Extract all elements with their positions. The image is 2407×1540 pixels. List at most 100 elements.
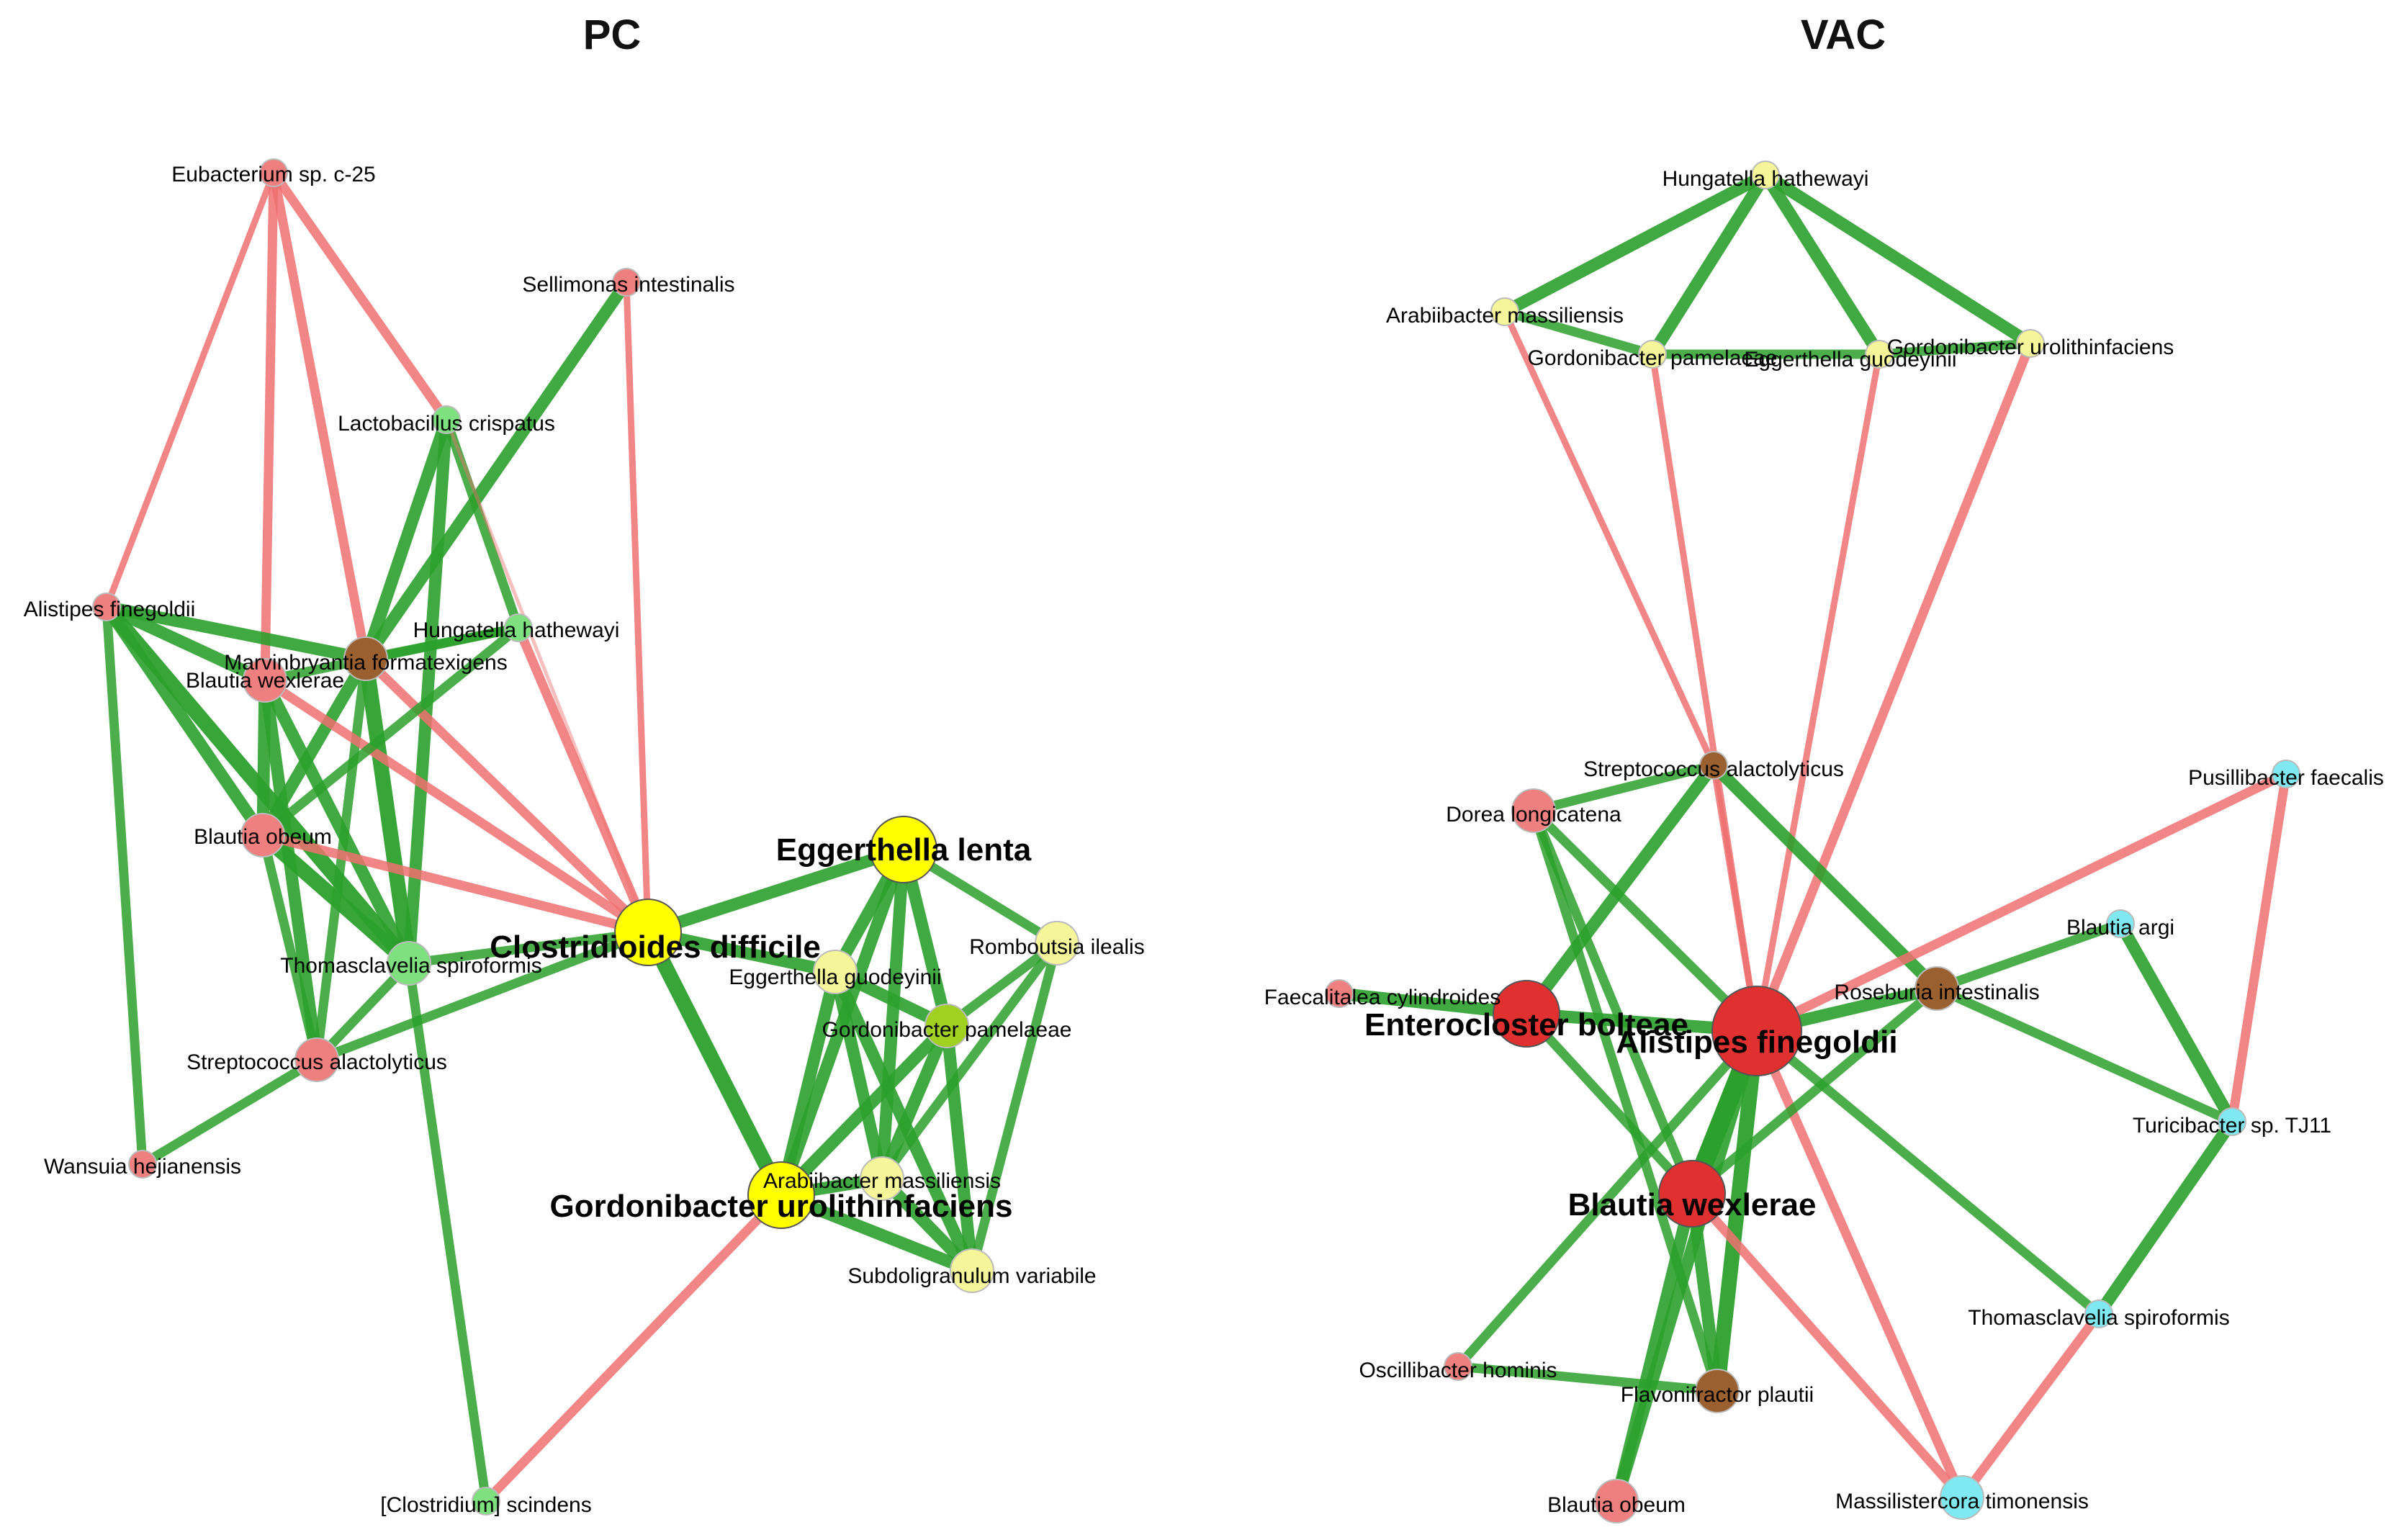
node-label-pc-str: Streptococcus alactolyticus [186,1050,447,1074]
edge-pc-rom-gpa [942,938,1062,1031]
panel-title-vac: VAC [1801,12,1886,58]
node-label-pc-mar: Marvinbryantia formatexigens [224,651,508,675]
node-pc-rom[interactable] [1035,921,1079,965]
node-vac-fla[interactable] [1695,1369,1740,1413]
node-label-vac-bar: Blautia argi [2066,916,2174,940]
node-vac-ent[interactable] [1493,980,1560,1048]
edge-pc-gur-csc [481,1190,786,1506]
edge-vac-bar-tur [2114,917,2239,1128]
node-vac-ara[interactable] [1490,297,1519,326]
node-pc-ara[interactable] [860,1156,904,1201]
node-vac-gpa[interactable] [1638,340,1667,369]
node-vac-ali[interactable] [1711,986,1802,1076]
edge-pc-hun-cdi [513,623,653,937]
node-pc-gur[interactable] [747,1161,815,1229]
node-label-vac-ali: Alistipes finegoldii [1616,1025,1897,1060]
node-label-pc-bwe: Blautia wexlerae [186,669,344,693]
edge-pc-mar-tho [358,651,417,971]
node-vac-dor[interactable] [1511,788,1556,833]
edge-pc-ali-mar [100,600,372,665]
edge-pc-str-wan [138,1055,322,1169]
edge-pc-lac-hun [441,415,523,633]
edge-vac-str-dor [1529,760,1719,816]
edge-vac-osc-fla [1453,1361,1722,1396]
node-label-vac-tho: Thomasclavelia spiroformis [1968,1306,2229,1330]
node-pc-tho[interactable] [387,941,431,986]
node-pc-mar[interactable] [343,636,388,681]
node-pc-str[interactable] [294,1037,339,1082]
edge-vac-hun-egu [1759,168,1886,361]
node-label-pc-egu: Eggerthella guodeyinii [729,965,941,989]
node-pc-eub[interactable] [259,158,288,187]
node-label-pc-hun: Hungatella hathewayi [413,618,620,642]
edge-vac-bwe-mas [1687,1189,1967,1503]
node-label-pc-eub: Eubacterium sp. c-25 [171,163,375,186]
edge-pc-tho-cdi [404,927,653,968]
node-vac-str[interactable] [1699,751,1728,780]
edge-vac-ara-gpa [1500,307,1657,359]
edge-vac-pus-tur [2227,769,2291,1127]
edge-vac-egu-gur [1874,338,2035,359]
node-pc-gpa[interactable] [924,1004,969,1048]
node-pc-sub[interactable] [950,1248,994,1293]
node-pc-csc[interactable] [472,1487,500,1516]
node-vac-bob[interactable] [1594,1479,1639,1523]
node-vac-hun[interactable] [1751,161,1780,189]
edge-vac-ent-bwe [1521,1009,1697,1199]
node-pc-cdi[interactable] [614,899,682,966]
node-pc-bob[interactable] [240,813,285,857]
node-pc-ali[interactable] [92,593,121,621]
node-label-pc-cdi: Clostridioides difficile [490,929,821,965]
edge-pc-eub-bwe [260,168,279,685]
edge-pc-bwe-str [258,674,323,1066]
node-pc-ele[interactable] [870,816,937,883]
node-pc-lac[interactable] [432,405,461,434]
edge-pc-gur-sub [775,1189,978,1277]
edge-pc-lac-mar [359,413,453,665]
edge-pc-bwe-hun [260,623,523,685]
edge-vac-ali-tho [1752,1026,2104,1319]
node-pc-wan[interactable] [128,1150,157,1179]
node-pc-sel[interactable] [612,268,641,297]
node-vac-bwe[interactable] [1658,1160,1726,1228]
node-vac-bar[interactable] [2106,909,2135,938]
edge-vac-gur-ali [1752,338,2035,1036]
edge-pc-bob-tho [255,827,417,971]
node-label-pc-gur: Gordonibacter urolithinfaciens [550,1189,1013,1224]
edge-pc-sel-cdi [623,279,652,936]
node-vac-fae[interactable] [1325,979,1354,1008]
edge-pc-bwe-cdi [260,675,653,937]
edge-pc-bob-str [258,830,322,1065]
node-vac-ros[interactable] [1915,966,1959,1011]
node-vac-egu[interactable] [1865,340,1894,369]
node-label-vac-dor: Dorea longicatena [1446,803,1621,827]
edge-vac-str-ros [1707,759,1943,995]
edge-pc-ali-bob [100,600,269,842]
node-vac-gur[interactable] [2016,329,2045,358]
node-vac-tur[interactable] [2218,1107,2246,1136]
nodes-layer [92,158,2300,1523]
edge-pc-ali-wan [102,602,148,1169]
edge-pc-bwe-tho [258,674,415,970]
node-label-vac-tur: Turicibacter sp. TJ11 [2133,1114,2331,1138]
edge-pc-eub-ali [103,169,277,611]
edge-vac-ali-fla [1709,1023,1765,1399]
node-label-vac-bwe: Blautia wexlerae [1568,1187,1817,1222]
node-vac-mas[interactable] [1940,1475,1984,1520]
node-vac-tho[interactable] [2084,1300,2113,1328]
node-label-pc-wan: Wansuia hejianensis [44,1155,241,1179]
edge-vac-hun-ara [1498,168,1772,318]
node-label-vac-ara: Arabiibacter massiliensis [1386,304,1624,328]
node-label-vac-gpa: Gordonibacter pamelaeae [1528,346,1778,370]
edge-vac-dor-ali [1529,806,1762,1036]
edge-vac-ros-bwe [1687,983,1942,1199]
node-vac-pus[interactable] [2272,760,2300,788]
node-pc-hun[interactable] [504,613,533,642]
edge-pc-rom-sub [967,938,1062,1276]
node-vac-osc[interactable] [1444,1352,1472,1381]
edge-vac-tho-mas [1957,1309,2104,1503]
node-pc-egu[interactable] [813,950,858,994]
node-pc-bwe[interactable] [243,658,287,703]
